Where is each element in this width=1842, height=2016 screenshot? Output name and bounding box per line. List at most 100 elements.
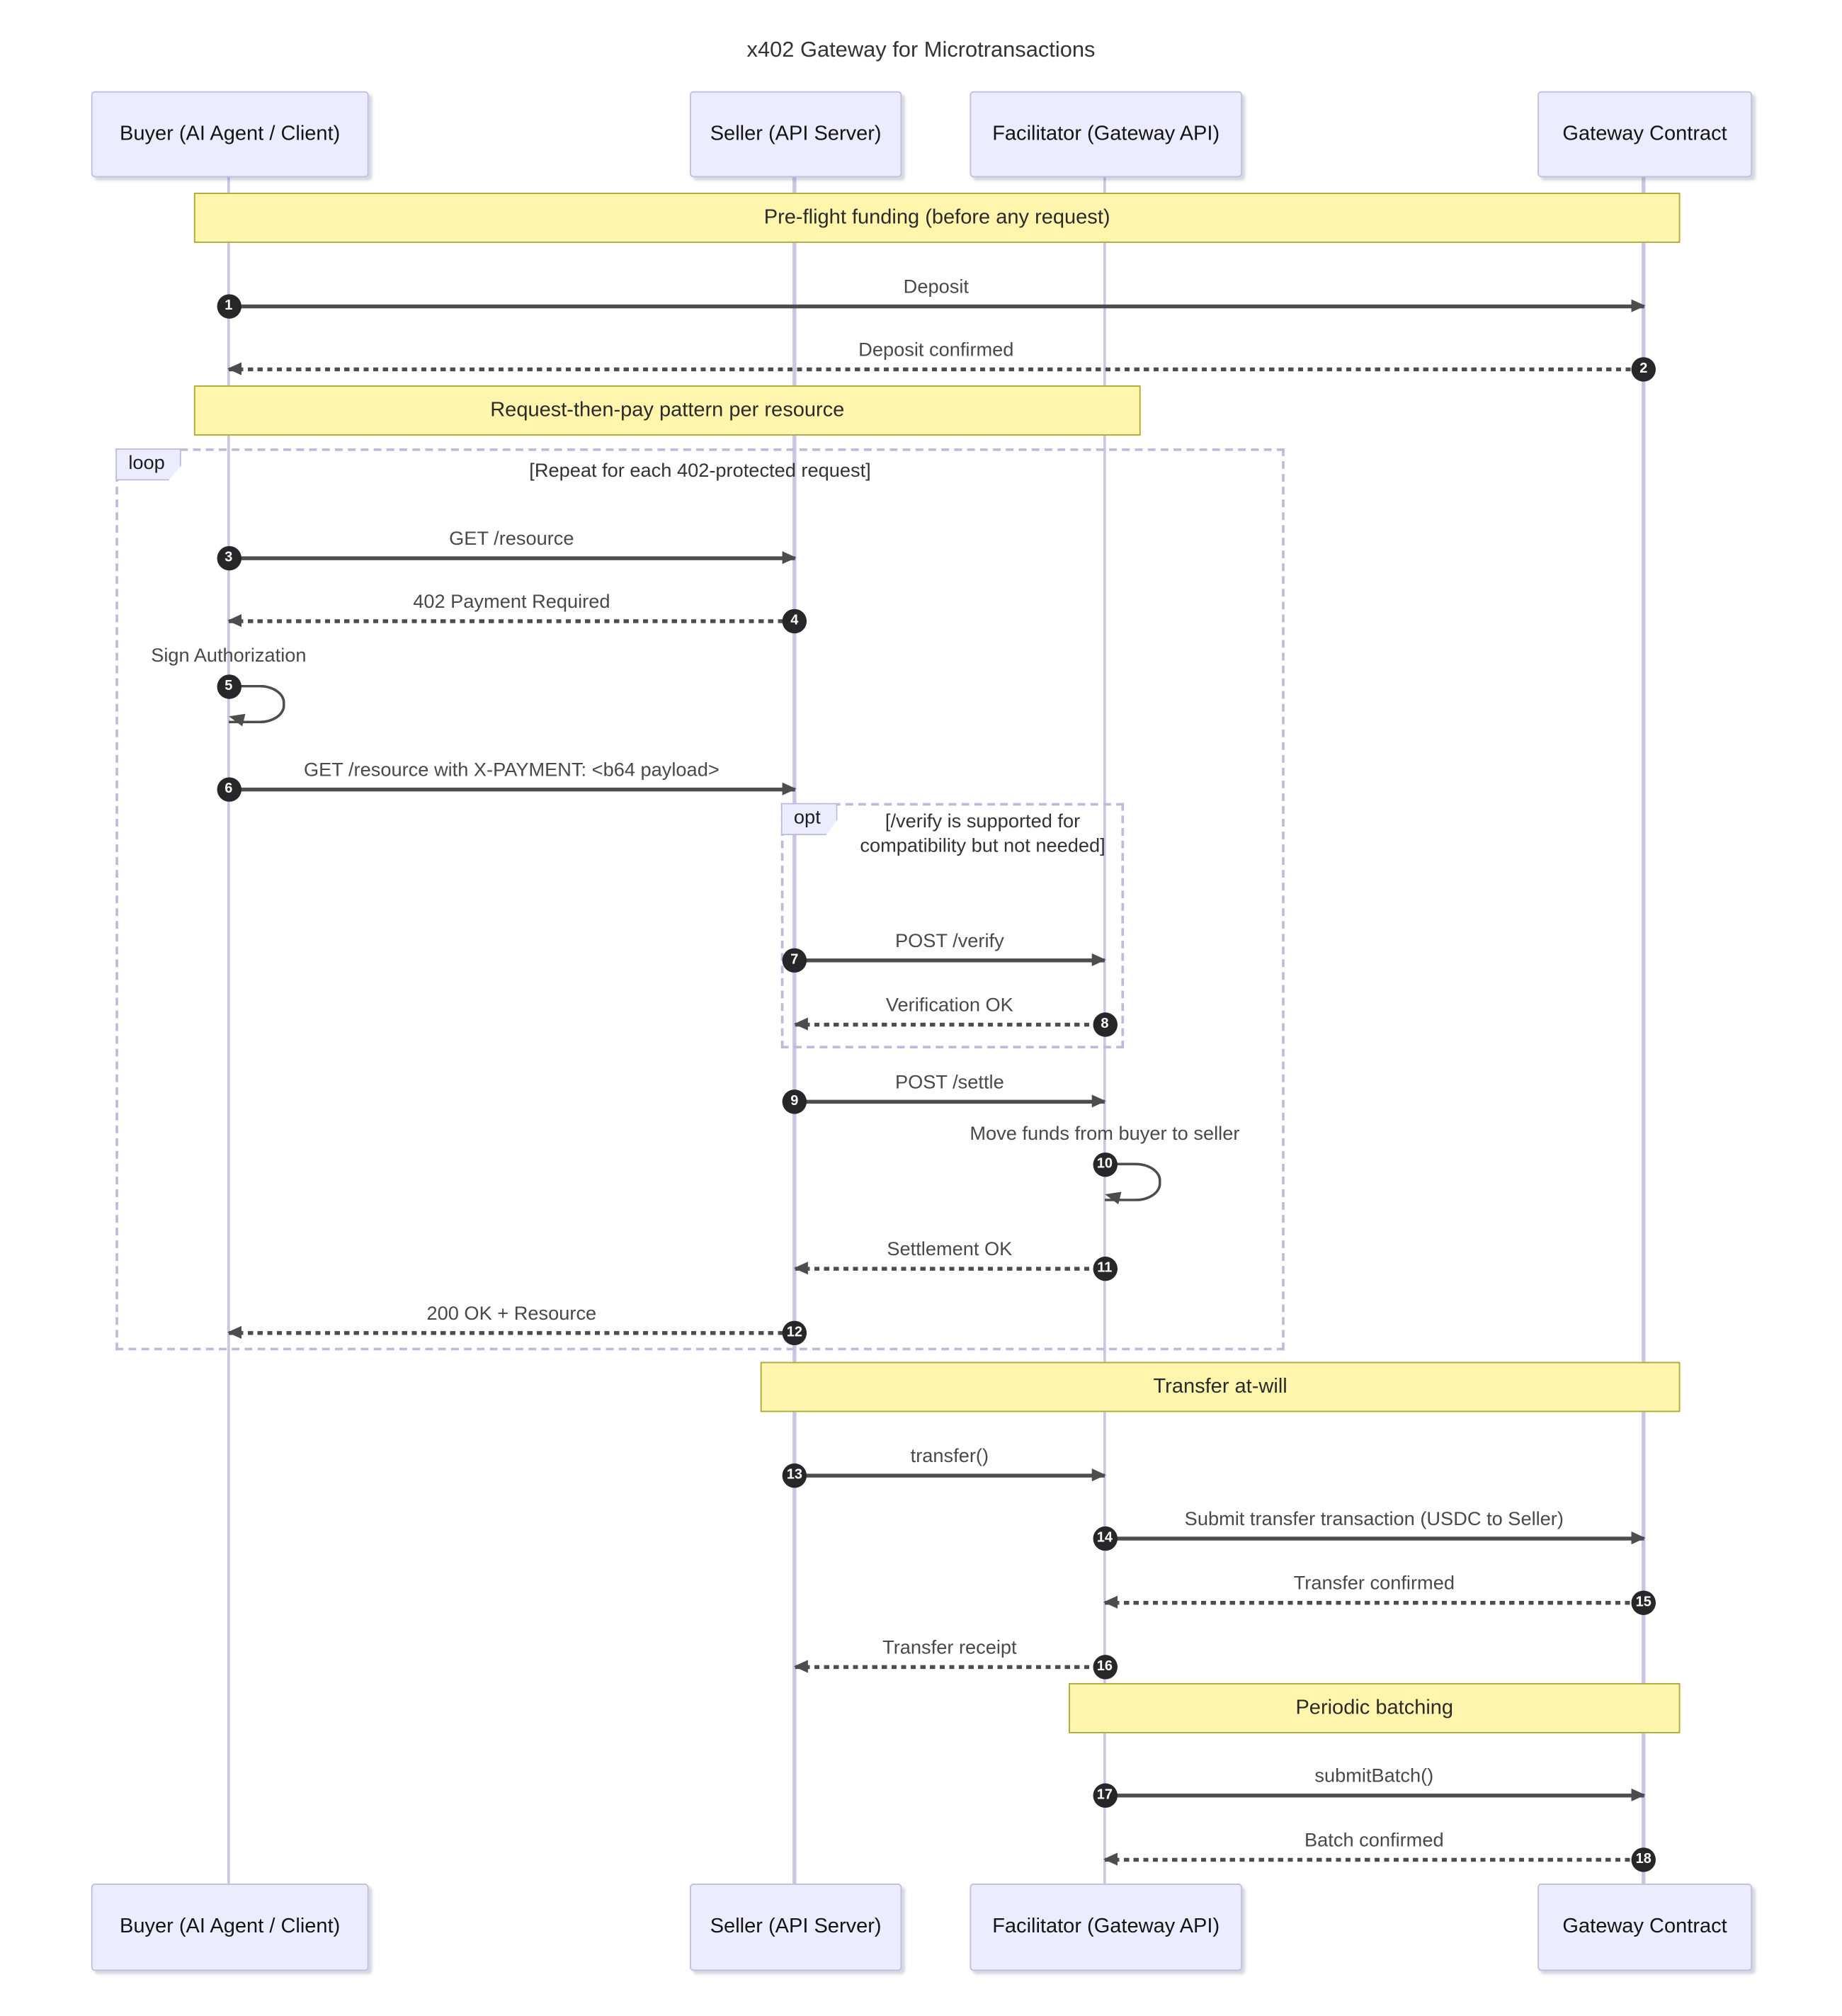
message: Verification OK 8 [793, 994, 1118, 1037]
sequence-number-badge: 6 [216, 776, 241, 802]
arrowhead-icon [793, 1017, 807, 1031]
sequence-number-badge: 14 [1092, 1526, 1118, 1551]
message-line [794, 1665, 1105, 1669]
note-periodic-batching: Periodic batching [1069, 1683, 1681, 1733]
arrowhead-icon [1103, 1595, 1118, 1609]
arrowhead-icon [227, 362, 241, 375]
diagram-title: x402 Gateway for Microtransactions [746, 37, 1096, 62]
message: Deposit confirmed 2 [227, 339, 1656, 382]
loop-frame-title: [Repeat for each 402-protected request] [529, 460, 871, 482]
actor-gateway-contract-top: Gateway Contract [1537, 91, 1753, 178]
opt-frame: opt [/verify is supported for compatibil… [780, 803, 1125, 1049]
sequence-number-badge: 11 [1092, 1256, 1118, 1281]
sequence-number-badge: 8 [1092, 1012, 1118, 1037]
message-line [228, 556, 795, 560]
message-label: Sign Authorization [151, 645, 307, 667]
actor-gateway-contract-bottom: Gateway Contract [1537, 1884, 1753, 1971]
message-label: 200 OK + Resource [426, 1302, 597, 1325]
actor-seller-top: Seller (API Server) [690, 91, 902, 178]
note-preflight-funding: Pre-flight funding (before any request) [193, 193, 1681, 243]
message-label: GET /resource with X-PAYMENT: <b64 paylo… [303, 759, 720, 781]
message-label: Submit transfer transaction (USDC to Sel… [1184, 1507, 1564, 1530]
sequence-number-badge: 5 [216, 674, 241, 698]
message-label: Transfer receipt [882, 1636, 1017, 1658]
message-label: Verification OK [885, 993, 1013, 1016]
message-label: GET /resource [449, 527, 574, 550]
message-label: Transfer confirmed [1293, 1572, 1455, 1595]
message-label: 402 Payment Required [413, 590, 610, 613]
message-line [794, 1473, 1105, 1477]
arrowhead-icon [1091, 1094, 1106, 1108]
message-line [228, 367, 1644, 371]
message-label: submitBatch() [1314, 1765, 1434, 1787]
sequence-number-badge: 10 [1092, 1152, 1118, 1177]
opt-frame-title: [/verify is supported for compatibility … [860, 810, 1105, 857]
self-loop-arc [1104, 1162, 1161, 1201]
sequence-number-badge: 1 [216, 293, 241, 319]
arrowhead-icon [793, 1659, 807, 1673]
arrowhead-icon [1091, 953, 1106, 966]
message-line [1104, 1857, 1644, 1862]
opt-frame-label: opt [780, 803, 838, 835]
message-label: Batch confirmed [1304, 1828, 1444, 1851]
arrowhead-icon [1630, 1788, 1645, 1801]
message: GET /resource 3 [216, 528, 796, 570]
message: POST /settle 9 [782, 1071, 1106, 1114]
self-loop-arc [228, 684, 285, 724]
message-line [794, 958, 1105, 962]
message-label: transfer() [910, 1444, 989, 1467]
message: GET /resource with X-PAYMENT: <b64 paylo… [216, 759, 796, 802]
message-label: Deposit confirmed [858, 338, 1014, 361]
note-transfer-at-will: Transfer at-will [760, 1361, 1681, 1412]
message: 402 Payment Required 4 [227, 590, 807, 633]
actor-buyer-top: Buyer (AI Agent / Client) [91, 91, 369, 178]
message-line [228, 619, 795, 623]
message-line [1104, 1536, 1644, 1540]
arrowhead-icon [227, 1325, 241, 1339]
note-request-then-pay: Request-then-pay pattern per resource [193, 385, 1141, 436]
message-line [228, 787, 795, 791]
arrowhead-icon [781, 550, 796, 564]
message-line [794, 1099, 1105, 1104]
message-line [228, 304, 1644, 308]
sequence-number-badge: 2 [1631, 356, 1656, 382]
message: 200 OK + Resource 12 [227, 1302, 807, 1345]
arrowhead-icon [227, 613, 241, 627]
message-label: POST /settle [894, 1070, 1004, 1093]
arrowhead-icon [781, 782, 796, 795]
message-line [1104, 1600, 1644, 1604]
message: submitBatch() 17 [1092, 1765, 1645, 1808]
arrowhead-icon [1091, 1468, 1106, 1481]
sequence-number-badge: 9 [782, 1089, 807, 1114]
actor-buyer-bottom: Buyer (AI Agent / Client) [91, 1884, 369, 1971]
message-line [228, 1331, 795, 1335]
actor-facilitator-top: Facilitator (Gateway API) [970, 91, 1242, 178]
message: Transfer confirmed 15 [1103, 1572, 1656, 1615]
message: transfer() 13 [782, 1445, 1106, 1488]
message: Transfer receipt 16 [793, 1636, 1118, 1680]
message-label: Settlement OK [887, 1238, 1013, 1260]
sequence-number-badge: 18 [1631, 1847, 1656, 1872]
actor-seller-bottom: Seller (API Server) [690, 1884, 902, 1971]
message: Deposit 1 [216, 276, 1645, 319]
actor-facilitator-bottom: Facilitator (Gateway API) [970, 1884, 1242, 1971]
message: Submit transfer transaction (USDC to Sel… [1092, 1507, 1645, 1551]
arrowhead-icon [1630, 299, 1645, 312]
message-label: Move funds from buyer to seller [970, 1123, 1240, 1145]
sequence-number-badge: 12 [782, 1320, 807, 1345]
sequence-number-badge: 15 [1631, 1590, 1656, 1615]
message-label: POST /verify [894, 929, 1004, 952]
message-line [794, 1267, 1105, 1270]
sequence-number-badge: 17 [1092, 1783, 1118, 1808]
arrowhead-icon [1630, 1531, 1645, 1544]
message: POST /verify 7 [782, 929, 1106, 973]
sequence-number-badge: 16 [1092, 1654, 1118, 1680]
arrowhead-icon [1103, 1852, 1118, 1866]
message-line [1104, 1794, 1644, 1797]
sequence-number-badge: 13 [782, 1463, 807, 1488]
sequence-number-badge: 4 [782, 608, 807, 633]
arrowhead-icon [793, 1261, 807, 1274]
message: Batch confirmed 18 [1103, 1829, 1656, 1872]
lifeline-gateway-contract [1642, 174, 1646, 1884]
